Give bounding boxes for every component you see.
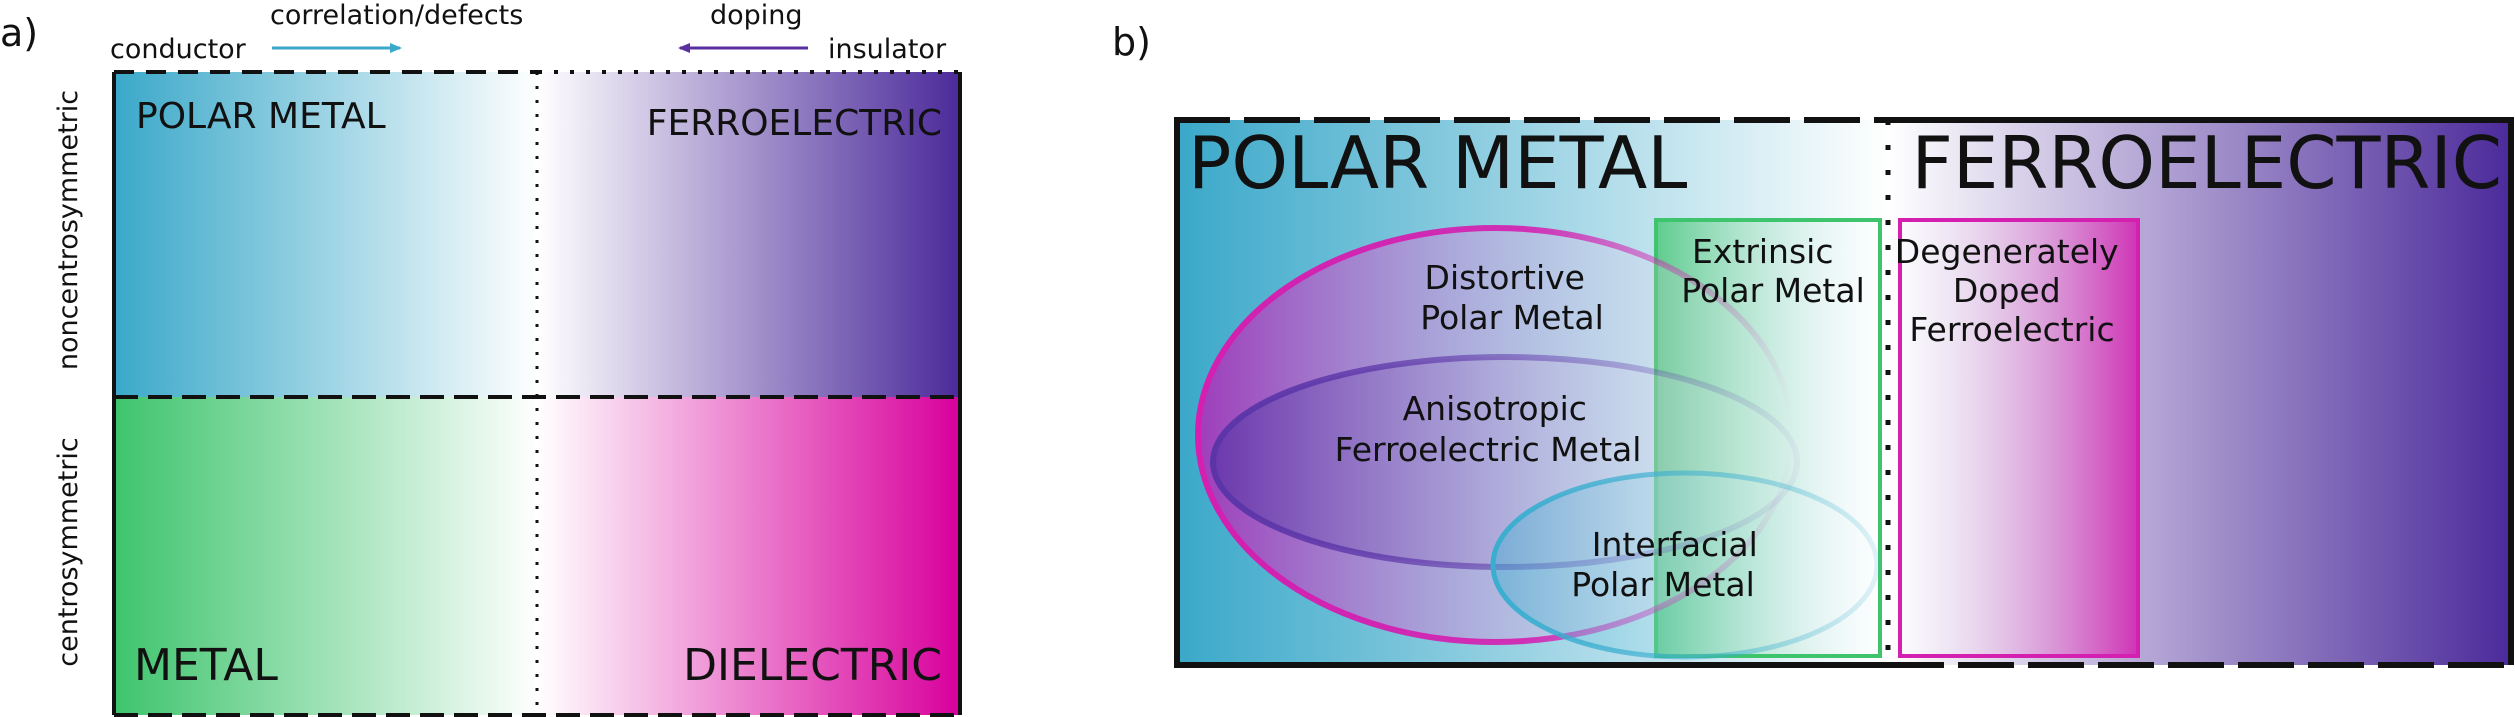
doping-label: doping	[710, 0, 803, 31]
interfacial-label-line-2: Polar Metal	[1571, 565, 1754, 604]
panel-a: a) conductor insulator correlation/defec…	[0, 0, 962, 717]
quadrant-ferroelectric	[538, 72, 960, 397]
degenerately-label: Degenerately Doped Ferroelectric	[1895, 232, 2129, 349]
b-title-polar-metal: POLAR METAL	[1188, 121, 1687, 205]
anisotropic-label-line-1: Anisotropic	[1403, 389, 1587, 428]
distortive-label-line-2: Polar Metal	[1420, 298, 1603, 337]
interfacial-label: Interfacial Polar Metal	[1571, 525, 1768, 604]
extrinsic-label-line-1: Extrinsic	[1692, 232, 1833, 271]
quadrant-metal	[114, 397, 538, 715]
row-label-centrosymmetric: centrosymmetric	[53, 437, 84, 666]
degenerately-label-line-3: Ferroelectric	[1909, 310, 2114, 349]
b-title-ferroelectric: FERROELECTRIC	[1911, 121, 2502, 205]
degenerately-label-line-2: Doped	[1953, 271, 2061, 310]
interfacial-label-line-1: Interfacial	[1592, 525, 1758, 564]
anisotropic-label: Anisotropic Ferroelectric Metal	[1335, 389, 1642, 469]
label-polar-metal: POLAR METAL	[136, 96, 386, 137]
distortive-label: Distortive Polar Metal	[1420, 258, 1603, 337]
panel-a-label: a)	[0, 11, 38, 55]
degenerately-doped-box	[1898, 218, 2140, 658]
distortive-label-line-1: Distortive	[1425, 258, 1585, 297]
interfacial-polar-metal-ellipse	[1490, 470, 1880, 660]
label-ferroelectric: FERROELECTRIC	[647, 103, 942, 144]
row-label-noncentrosymmetric: noncentrosymmetric	[53, 90, 84, 370]
label-metal: METAL	[134, 640, 278, 691]
right-axis-end-label: insulator	[828, 34, 947, 65]
panel-b: b) POLAR METAL FERROELECTRIC Distortive …	[1112, 20, 2514, 668]
left-axis-end-label: conductor	[110, 34, 247, 65]
label-dielectric: DIELECTRIC	[683, 640, 942, 691]
extrinsic-label: Extrinsic Polar Metal	[1681, 232, 1864, 310]
extrinsic-label-line-2: Polar Metal	[1681, 271, 1864, 310]
panel-b-label: b)	[1112, 20, 1151, 64]
degenerately-label-line-1: Degenerately	[1895, 232, 2119, 271]
quadrant-dielectric	[538, 397, 960, 715]
anisotropic-label-line-2: Ferroelectric Metal	[1335, 430, 1642, 469]
correlation-defects-label: correlation/defects	[270, 0, 523, 31]
quadrant-polar-metal	[114, 72, 538, 397]
